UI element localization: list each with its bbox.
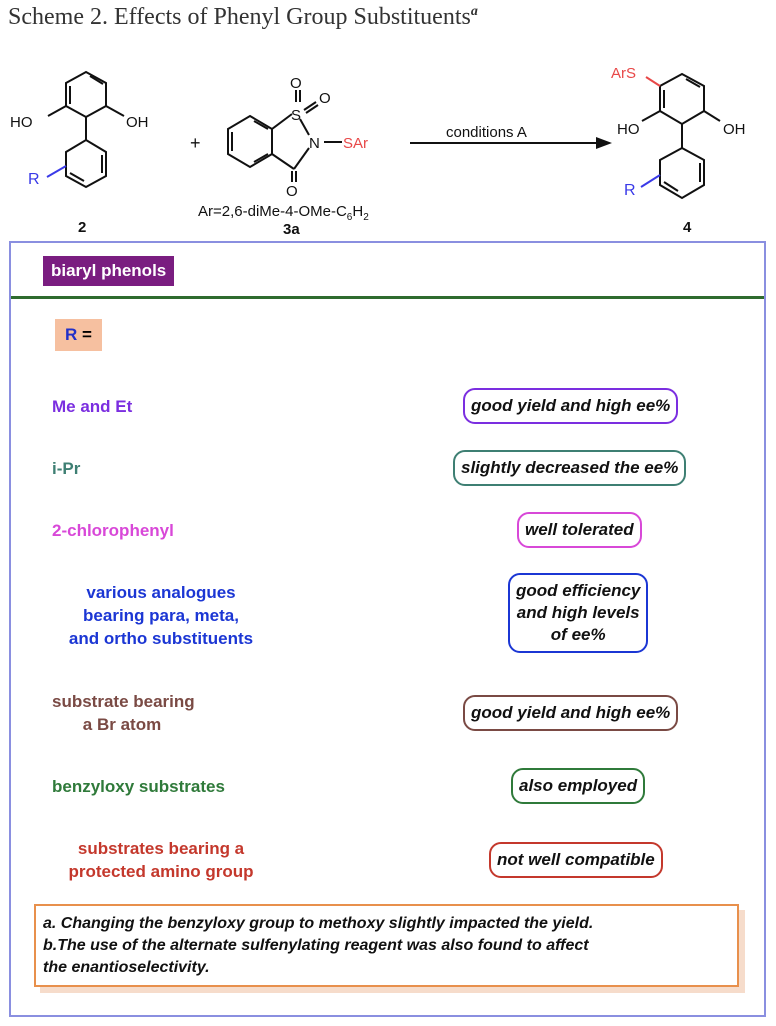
substituent-2-chlorophenyl: 2-chlorophenyl <box>52 521 174 540</box>
result-i-pr: slightly decreased the ee% <box>453 450 687 486</box>
substituent-various-analogues: various analogues bearing para, meta, an… <box>52 581 270 650</box>
reagent-3a-oxygen-top: O <box>290 75 302 92</box>
result-various-line: good efficiency <box>516 581 641 600</box>
result-benzyloxy: also employed <box>511 768 646 804</box>
reaction-arrow <box>410 137 612 149</box>
result-amino: not well compatible <box>489 842 663 878</box>
product-4-oh: OH <box>723 121 746 138</box>
arrow-conditions-label: conditions A <box>446 124 527 141</box>
result-various-analogues: good efficiency and high levels of ee% <box>508 573 649 653</box>
result-various-line: and high levels <box>516 603 640 622</box>
substituent-effects-panel: biaryl phenols R = Me and Et good yield … <box>9 241 766 1017</box>
footnote-b-continued: the enantioselectivity. <box>43 959 210 976</box>
panel-divider <box>11 296 764 299</box>
reagent-3a-sulfur: S <box>291 107 301 124</box>
compound-2-number: 2 <box>78 219 86 236</box>
substituent-amino: substrates bearing a protected amino gro… <box>52 837 270 883</box>
panel-tag: biaryl phenols <box>43 256 175 286</box>
footnote-b: b.The use of the alternate sulfenylating… <box>43 937 589 954</box>
reaction-scheme-drawing: HO OH R 2 + S O O N SAr O Ar=2,6-diMe-4 <box>10 65 746 238</box>
footnote-a: a. Changing the benzyloxy group to metho… <box>43 915 594 932</box>
scheme-title-text: Scheme 2. Effects of Phenyl Group Substi… <box>8 4 471 30</box>
r-label-symbol: R <box>65 325 78 344</box>
reaction-scheme: HO OH R 2 + S O O N SAr O Ar=2,6-diMe-4 <box>0 40 776 240</box>
product-4-structure <box>640 72 721 200</box>
substituent-br-line: a Br atom <box>82 715 162 734</box>
result-me-et: good yield and high ee% <box>463 388 679 424</box>
product-4-ho: HO <box>617 121 640 138</box>
substituent-various-line: various analogues <box>86 583 236 602</box>
plus-sign: + <box>190 133 201 153</box>
result-various-line: of ee% <box>550 625 606 644</box>
scheme-title: Scheme 2. Effects of Phenyl Group Substi… <box>8 4 478 31</box>
reagent-3a-oxygen-right: O <box>319 90 331 107</box>
reagent-3a-nitrogen: N <box>309 135 320 152</box>
scheme-title-footnote: a <box>470 4 478 19</box>
reagent-3a-ar-definition: Ar=2,6-diMe-4-OMe-C6H2 <box>198 203 369 223</box>
substituent-amino-line: substrates bearing a <box>77 839 245 858</box>
substituent-br-atom: substrate bearing a Br atom <box>52 690 195 736</box>
substituent-me-et: Me and Et <box>52 397 133 416</box>
substituent-br-line: substrate bearing <box>52 692 195 711</box>
reagent-3a-number: 3a <box>283 221 300 238</box>
compound-2-oh-left: HO <box>10 114 33 131</box>
product-4-ars: ArS <box>611 65 636 82</box>
reagent-3a-sar: SAr <box>343 135 368 152</box>
compound-2-oh-right: OH <box>126 114 149 131</box>
substituent-i-pr: i-Pr <box>52 459 81 478</box>
compound-2-structure <box>46 70 125 189</box>
reagent-3a-structure <box>227 90 342 182</box>
product-4-number: 4 <box>683 219 692 236</box>
compound-2-r: R <box>28 171 40 188</box>
r-label-equals: = <box>77 325 92 344</box>
reagent-3a-oxygen-bottom: O <box>286 183 298 200</box>
substituent-amino-line: protected amino group <box>68 862 254 881</box>
footnotes-box: a. Changing the benzyloxy group to metho… <box>34 904 739 987</box>
substituent-various-line: bearing para, meta, <box>83 606 239 625</box>
r-equals-label: R = <box>55 319 102 351</box>
result-br-atom: good yield and high ee% <box>463 695 679 731</box>
substituent-various-line: and ortho substituents <box>68 629 254 648</box>
result-2-chlorophenyl: well tolerated <box>517 512 642 548</box>
substituent-benzyloxy: benzyloxy substrates <box>52 777 225 796</box>
product-4-r: R <box>624 182 636 199</box>
